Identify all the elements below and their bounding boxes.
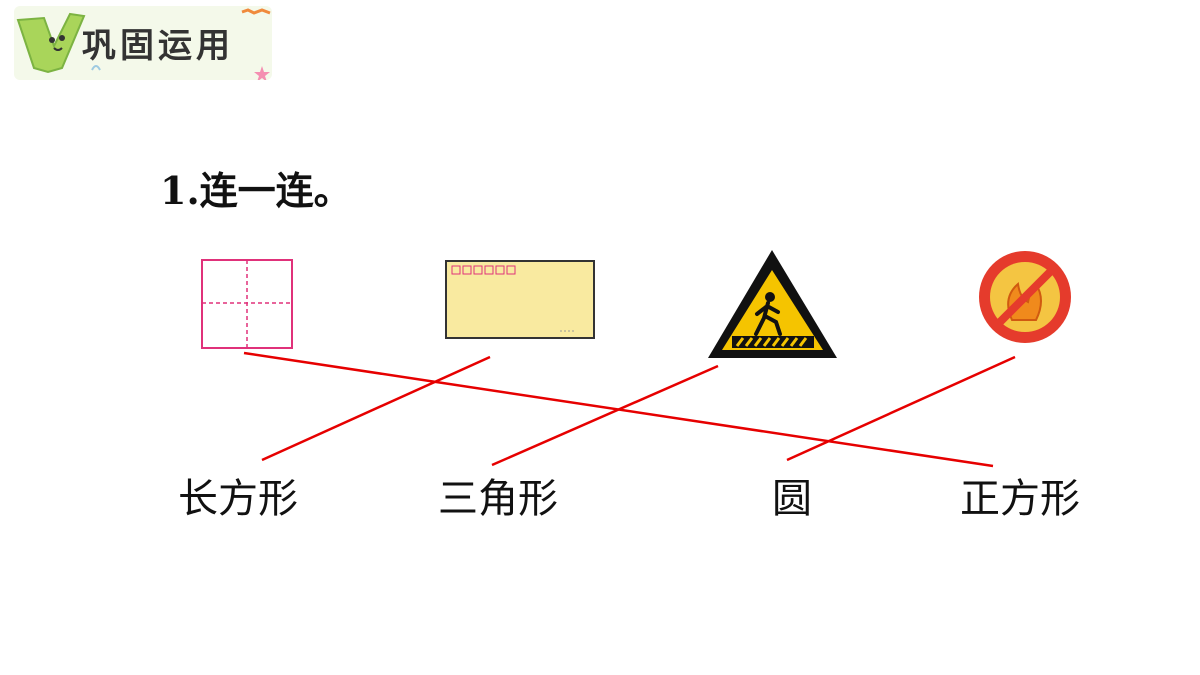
no-fire-circle-icon[interactable] xyxy=(979,251,1071,343)
match-line-circle xyxy=(786,355,1016,462)
pedestrian-crossing-triangle-icon[interactable] xyxy=(708,250,837,358)
section-title: 巩固运用 xyxy=(82,26,234,66)
leaf-y-mascot-icon xyxy=(16,8,271,82)
question-text: 1.连一连。 xyxy=(160,168,352,213)
label-rectangle: 长方形 xyxy=(178,476,298,522)
match-line-triangle xyxy=(491,364,719,467)
match-line-envelope xyxy=(261,355,491,462)
section-header-badge xyxy=(14,6,272,82)
folded-square-paper-icon[interactable] xyxy=(201,259,293,349)
envelope-icon[interactable] xyxy=(445,260,595,339)
label-circle: 圆 xyxy=(772,476,812,522)
label-triangle: 三角形 xyxy=(438,476,558,522)
label-square: 正方形 xyxy=(960,476,1080,522)
